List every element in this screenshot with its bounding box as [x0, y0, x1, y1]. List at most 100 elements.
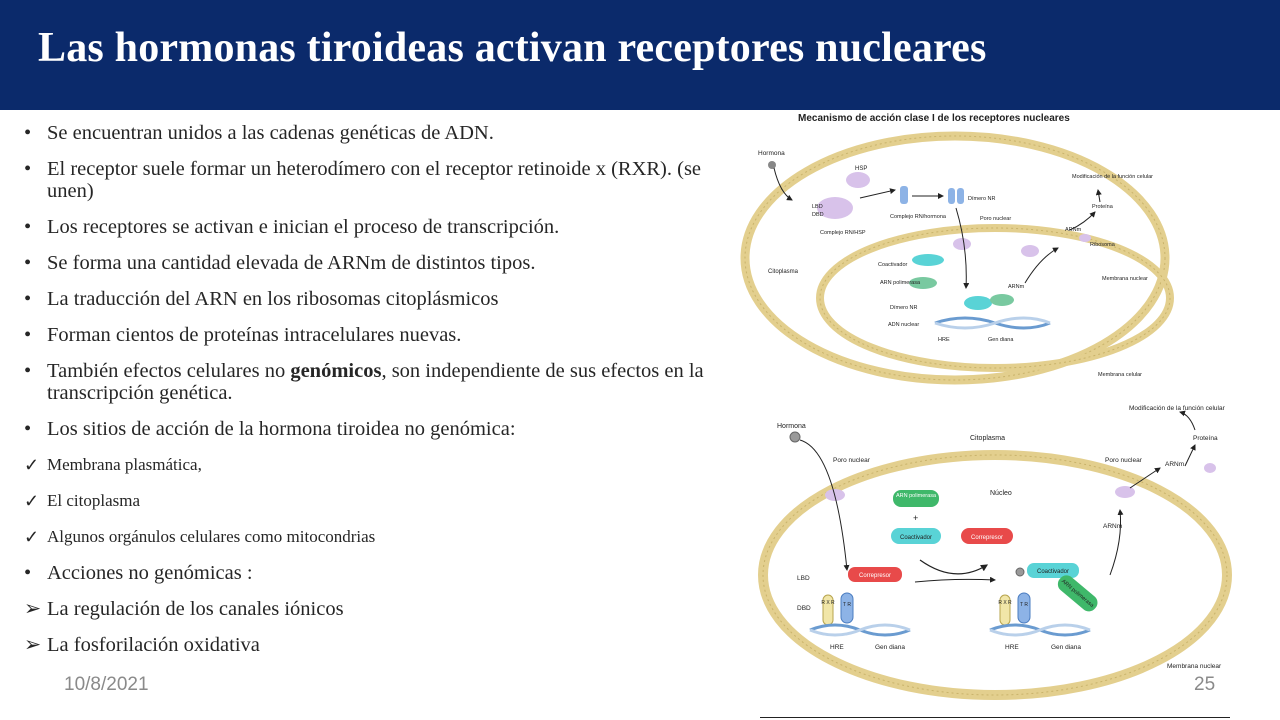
list-item: • Se encuentran unidos a las cadenas gené… [22, 122, 727, 144]
label-coactivador-right: Coactivador [1037, 569, 1069, 575]
ribosome-icon [1079, 234, 1091, 242]
label-complejo-rn-hormona: Complejo RN/hormona [890, 214, 947, 220]
label-proteina: Proteína [1092, 204, 1114, 210]
arrow [914, 576, 996, 583]
label-membrana-nuclear: Membrana nuclear [1167, 663, 1222, 670]
hsp-complex [817, 197, 853, 219]
bullet-text: Se encuentran unidos a las cadenas genét… [47, 122, 494, 144]
label-citoplasma: Citoplasma [970, 435, 1005, 442]
arrow [1109, 509, 1124, 576]
dimer-icon [948, 188, 955, 204]
arrow [1069, 211, 1096, 231]
label-arn-polimerasa: ARN polimerasa [880, 280, 921, 286]
arrow [1179, 410, 1196, 431]
list-item: •Los receptores se activan e inician el … [22, 216, 727, 238]
arrow [859, 188, 896, 199]
list-item: •Forman cientos de proteínas intracelula… [22, 324, 727, 346]
dna-strand [934, 316, 1051, 330]
bullet-text: El citoplasma [47, 491, 141, 510]
label-hormona: Hormona [758, 150, 785, 157]
label-arnm: ARNm [1165, 461, 1184, 468]
bullet-text: Se forma una cantidad elevada de ARNm de… [47, 252, 536, 274]
bullet-list: • Se encuentran unidos a las cadenas gené… [22, 122, 727, 670]
polymerase-shape [909, 277, 937, 289]
arrow [919, 559, 989, 575]
label-poro-nuclear: Poro nuclear [833, 457, 871, 464]
bullet-marker: • [24, 288, 32, 310]
bullet-text: La regulación de los canales iónicos [47, 598, 344, 620]
bullet-text: Algunos orgánulos celulares como mitocon… [47, 527, 376, 546]
hormone-icon [789, 431, 801, 443]
label-gen-diana: Gen diana [875, 644, 905, 651]
label-rxr-right: R X R [998, 600, 1012, 606]
label-correpresor: Correpresor [971, 535, 1003, 541]
bullet-marker: • [24, 122, 32, 144]
bullet-text-start: También efectos celulares no [47, 360, 291, 382]
label-hsp: HSP [855, 166, 867, 172]
nuclear-membrane-dots [762, 454, 1228, 696]
arrow-bullet-icon: ➢ [24, 598, 42, 620]
bullet-text: También efectos celulares no genómicos, … [47, 360, 727, 404]
label-arn-polimerasa: ARN polimerasa [896, 493, 937, 499]
bullet-marker: • [24, 562, 32, 584]
hsp-protein [846, 172, 870, 188]
label-hormona: Hormona [777, 423, 806, 430]
list-item: ✓Algunos orgánulos celulares como mitoco… [22, 526, 727, 548]
label-adn-nuclear: ADN nuclear [888, 322, 919, 328]
diagram-title: Mecanismo de acción clase I de los recep… [798, 113, 1070, 124]
polymerase-bound [990, 294, 1014, 306]
polymerase-bound [1057, 575, 1098, 612]
label-rxr: R X R [821, 600, 835, 606]
receptor-icon [900, 186, 908, 204]
label-dbd: DBD [797, 605, 811, 612]
arrow [955, 207, 970, 289]
nuclear-pore [1021, 245, 1039, 257]
coactivator-shape [912, 254, 944, 266]
bullet-text: La fosforilación oxidativa [47, 634, 260, 656]
slide-date: 10/8/2021 [64, 674, 149, 695]
label-proteina: Proteína [1193, 435, 1218, 442]
bullet-text: Acciones no genómicas : [47, 562, 253, 584]
bold-term: genómicos [290, 360, 382, 382]
polymerase-pill [893, 490, 939, 507]
label-arnm-inner: ARNm [1008, 284, 1025, 290]
label-gen-diana-right: Gen diana [1051, 644, 1081, 651]
list-item: • Acciones no genómicas : [22, 562, 727, 584]
bullet-text: Forman cientos de proteínas intracelular… [47, 324, 462, 346]
list-item: •Los sitios de acción de la hormona tiro… [22, 418, 727, 440]
genomic-action-diagram: Hormona Poro nuclear Citoplasma Núcleo M… [758, 405, 1232, 700]
label-coactivador: Coactivador [900, 535, 932, 541]
cell-membrane [740, 131, 1170, 385]
label-membrana-celular: Membrana celular [1098, 372, 1142, 378]
list-item: ✓Membrana plasmática, [22, 454, 727, 476]
label-dimero-nr-inner: Dímero NR [890, 305, 918, 311]
label-hre-right: HRE [1005, 644, 1019, 651]
list-item: ✓ El citoplasma [22, 490, 727, 512]
bullet-text: El receptor suele formar un heterodímero… [47, 158, 702, 202]
list-item: •También efectos celulares no genómicos,… [22, 360, 727, 404]
label-hre: HRE [830, 644, 844, 651]
arrow [1095, 189, 1102, 203]
label-nucleo: Núcleo [990, 490, 1012, 497]
label-modificacion: Modificación de la función celular [1072, 174, 1153, 180]
bullet-text: Los sitios de acción de la hormona tiroi… [47, 418, 516, 440]
arrow [1024, 247, 1059, 284]
dna-strand [989, 623, 1091, 637]
corepressor-pill [961, 528, 1013, 544]
arrow [799, 439, 850, 571]
label-modificacion: Modificación de la función celular [1129, 405, 1226, 412]
label-complejo-rn-hsp: Complejo RN/HSP [820, 230, 866, 236]
label-ribosoma: Ribosoma [1090, 242, 1116, 248]
slide-title: Las hormonas tiroideas activan receptore… [38, 25, 987, 71]
plus-sign: + [913, 513, 918, 523]
checkmark-icon: ✓ [24, 491, 40, 511]
label-gen-diana: Gen diana [988, 337, 1014, 343]
hormone-icon [768, 161, 776, 169]
label-coactivador: Coactivador [878, 262, 908, 268]
arrow [773, 167, 793, 201]
dna-strand [809, 623, 911, 637]
label-membrana-nuclear: Membrana nuclear [1102, 276, 1148, 282]
label-citoplasma: Citoplasma [768, 269, 799, 275]
nuclear-membrane-dots [819, 227, 1171, 369]
label-poro-nuclear-right: Poro nuclear [1105, 457, 1143, 464]
